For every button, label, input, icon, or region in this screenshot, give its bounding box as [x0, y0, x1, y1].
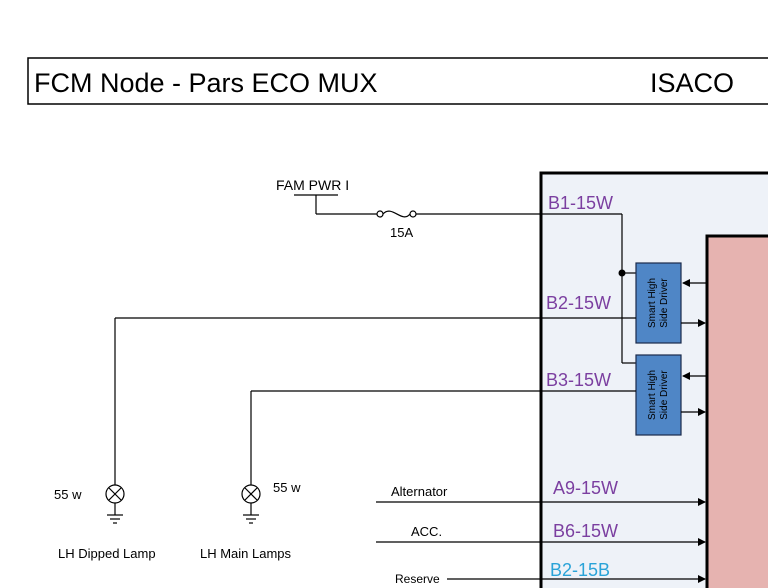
pin-b3: B3-15W — [546, 370, 611, 390]
pin-labels: B1-15W B2-15W B3-15W A9-15W B6-15W B2-15… — [546, 193, 618, 580]
header-banner: FCM Node - Pars ECO MUX ISACO — [27, 57, 768, 105]
svg-text:Smart High: Smart High — [647, 370, 658, 420]
driver2-line1: Smart High — [647, 370, 658, 420]
main-lamp-name: LH Main Lamps — [200, 546, 292, 561]
driver1-line2: Side Driver — [659, 278, 670, 328]
brand-label: ISACO — [650, 68, 734, 98]
dipped-lamp-name: LH Dipped Lamp — [58, 546, 156, 561]
fuse-icon — [376, 210, 417, 218]
svg-text:Smart High: Smart High — [647, 278, 658, 328]
diagram-title: FCM Node - Pars ECO MUX — [34, 68, 378, 98]
smart-driver-2: Smart High Side Driver — [635, 354, 707, 436]
acc-label: ACC. — [411, 524, 442, 539]
input-signals: Alternator ACC. Reserve — [376, 484, 706, 586]
pin-b2: B2-15W — [546, 293, 611, 313]
lamp-icon — [241, 484, 261, 504]
dipped-lamp-circuit: 55 w LH Dipped Lamp — [54, 317, 636, 561]
fuse-rating: 15A — [390, 225, 413, 240]
pin-b2b: B2-15B — [550, 560, 610, 580]
main-lamp-circuit: 55 w LH Main Lamps — [200, 390, 636, 561]
alternator-label: Alternator — [391, 484, 448, 499]
dipped-lamp-power: 55 w — [54, 487, 82, 502]
pin-b1: B1-15W — [548, 193, 613, 213]
svg-text:Side Driver: Side Driver — [659, 278, 670, 328]
driver2-line2: Side Driver — [659, 370, 670, 420]
lamp-icon — [105, 484, 125, 504]
supply-label: FAM PWR I — [276, 177, 349, 193]
microcontroller-block — [705, 234, 768, 588]
smart-driver-1: Smart High Side Driver — [635, 262, 707, 344]
reserve-label: Reserve — [395, 572, 440, 586]
ground-icon — [243, 514, 259, 524]
ground-icon — [107, 514, 123, 524]
supply-circuit: FAM PWR I 15A — [276, 177, 636, 364]
svg-text:Side Driver: Side Driver — [659, 370, 670, 420]
main-lamp-power: 55 w — [273, 480, 301, 495]
driver1-line1: Smart High — [647, 278, 658, 328]
pin-a9: A9-15W — [553, 478, 618, 498]
pin-b6: B6-15W — [553, 521, 618, 541]
